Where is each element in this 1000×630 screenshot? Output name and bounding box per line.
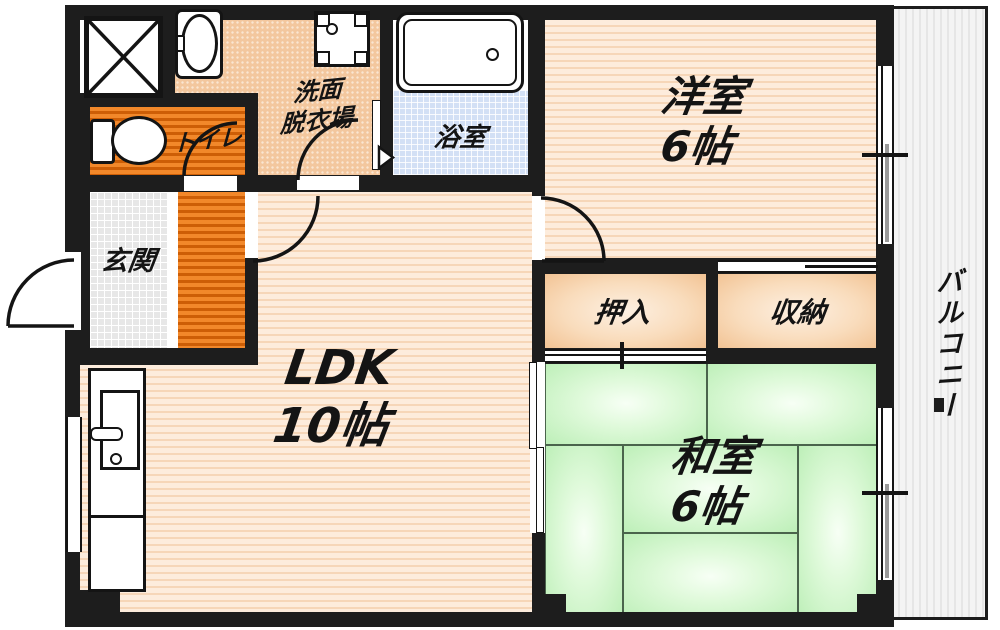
bathroom-door-arrow bbox=[377, 144, 396, 171]
balcony-partition-stub bbox=[934, 398, 944, 412]
label-bath: 浴室 bbox=[431, 123, 489, 153]
ldk-yoshitsu-door-opening bbox=[532, 196, 545, 260]
shuno-closet bbox=[718, 274, 878, 348]
outer-wall-bottom bbox=[65, 612, 894, 627]
label-washitsu: 和室 6帖 bbox=[593, 432, 827, 533]
wall-bathroom-left bbox=[380, 5, 393, 192]
label-ldk: LDK 10帖 bbox=[217, 340, 453, 455]
shuno-door-line bbox=[805, 265, 878, 268]
tatami-mat bbox=[545, 445, 623, 620]
wall-genkan-bottom bbox=[80, 348, 258, 365]
oshiire-closet bbox=[545, 274, 706, 348]
yoshitsu-floor bbox=[545, 20, 878, 258]
washitsu-corner-pillar-left bbox=[545, 594, 566, 620]
xbox-diagonal bbox=[87, 19, 160, 95]
bathroom-floor bbox=[393, 90, 528, 175]
hall-ldk-door-opening bbox=[245, 192, 258, 258]
tatami-mat bbox=[545, 362, 707, 445]
kitchen-faucet bbox=[90, 427, 123, 441]
genkan-floor bbox=[90, 192, 168, 348]
fusuma-panel bbox=[536, 447, 544, 533]
washitsu-size: 6帖 bbox=[667, 482, 746, 532]
wall-closet-divider bbox=[706, 258, 718, 364]
tatami-mat bbox=[623, 445, 798, 533]
washitsu-corner-pillar-right bbox=[857, 594, 878, 620]
fusuma-panel bbox=[529, 362, 537, 449]
toilet-bowl bbox=[111, 116, 167, 165]
sink-drain bbox=[110, 453, 122, 465]
balcony-rail-top bbox=[893, 6, 988, 9]
toilet-door-arc bbox=[182, 121, 238, 177]
label-shuno: 収納 bbox=[767, 296, 828, 329]
washroom-door-opening bbox=[297, 176, 359, 190]
entrance-door-opening bbox=[65, 252, 81, 330]
yoshitsu-size: 6帖 bbox=[657, 122, 736, 172]
tatami-mat bbox=[623, 533, 798, 620]
oshiire-sliding-door bbox=[545, 349, 706, 363]
corner-step-bottom-left bbox=[65, 590, 120, 627]
kitchen-window bbox=[66, 417, 82, 552]
hall-ldk-door-arc bbox=[252, 195, 320, 263]
ldk-size: 10帖 bbox=[269, 397, 393, 454]
genkan-step bbox=[168, 192, 178, 348]
balcony-floor bbox=[893, 9, 985, 617]
bathroom-door-strip bbox=[372, 100, 381, 170]
bathtub-drain bbox=[486, 48, 499, 61]
wall-bathroom-right bbox=[528, 5, 545, 192]
yoshitsu-window-tick bbox=[862, 153, 908, 157]
label-oshiire: 押入 bbox=[592, 296, 653, 329]
washitsu-name: 和室 bbox=[668, 432, 760, 481]
label-yoshitsu: 洋室 6帖 bbox=[583, 72, 817, 173]
bathtub bbox=[396, 12, 524, 93]
balcony-rail-bottom bbox=[893, 617, 988, 620]
drain-circle bbox=[326, 23, 338, 35]
label-balcony: バルコニー bbox=[931, 266, 962, 424]
entrance-door-arc bbox=[6, 258, 75, 327]
kitchen-counter bbox=[88, 368, 146, 592]
hallway-floor bbox=[178, 192, 245, 348]
label-genkan: 玄関 bbox=[98, 246, 158, 277]
ldk-name: LDK bbox=[281, 340, 397, 396]
wall-genkan-left bbox=[80, 93, 90, 365]
washing-machine-pan bbox=[314, 11, 370, 67]
washitsu-room bbox=[545, 362, 878, 620]
label-senmen: 洗面 脱衣場 bbox=[256, 70, 377, 142]
shuno-sliding-door bbox=[718, 260, 876, 273]
oshiire-door-tick bbox=[620, 342, 624, 369]
toilet-door-opening bbox=[184, 176, 237, 191]
tatami-mat bbox=[798, 445, 878, 620]
washroom-door-arc bbox=[296, 118, 359, 181]
wall-xbox-right bbox=[163, 5, 175, 100]
yoshitsu-door-arc bbox=[540, 196, 606, 262]
balcony-rail-right bbox=[985, 6, 988, 620]
yoshitsu-name: 洋室 bbox=[658, 72, 750, 121]
washbasin-faucet bbox=[176, 35, 185, 52]
washitsu-window-tick bbox=[862, 491, 908, 495]
